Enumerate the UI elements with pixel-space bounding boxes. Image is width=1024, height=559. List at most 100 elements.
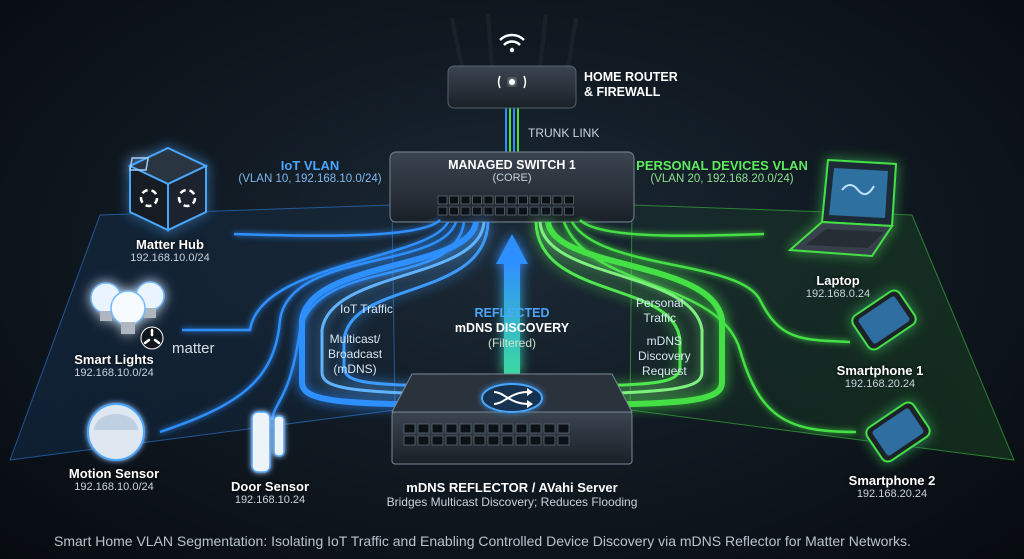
network-port [529, 435, 542, 446]
device-smart-lights: Smart Lights 192.168.10.0/24 [74, 352, 154, 379]
network-port [557, 435, 570, 446]
device-ip: 192.168.20.24 [856, 488, 928, 500]
network-port [437, 206, 448, 216]
device-name: Matter Hub [136, 237, 204, 252]
device-motion-sensor: Motion Sensor 192.168.10.0/24 [69, 466, 159, 493]
device-name: Smartphone 2 [848, 473, 936, 488]
router-label-line2: & FIREWALL [584, 85, 661, 99]
network-port [417, 435, 430, 446]
mdns-reflector-server [391, 373, 633, 465]
iot-vlan-header: IoT VLAN (VLAN 10, 192.168.10.0/24) [238, 158, 381, 185]
network-port [495, 195, 505, 205]
matter-logo-text: matter [172, 340, 215, 357]
request-line3: Request [641, 364, 687, 378]
device-laptop: Laptop 192.168.0.24 [806, 273, 870, 300]
network-port [460, 195, 471, 205]
request-line2: Discovery [638, 349, 691, 363]
personal-vlan-zone [629, 204, 1015, 461]
multicast-label: Multicast/ Broadcast (mDNS) [328, 332, 382, 377]
network-port [473, 435, 486, 446]
network-port [552, 206, 563, 216]
personal-cables [562, 219, 857, 434]
network-port [487, 435, 500, 446]
multicast-line1: Multicast/ [329, 332, 381, 346]
network-port [449, 195, 459, 205]
trunk-link [505, 108, 519, 160]
network-port [449, 206, 459, 216]
network-port [403, 423, 416, 434]
device-name: Smartphone 1 [836, 363, 924, 378]
switch-name: MANAGED SWITCH 1 [448, 158, 576, 172]
network-port [541, 195, 551, 205]
device-ip: 192.168.10.24 [234, 494, 306, 506]
reflected-discovery-arrow [496, 234, 528, 374]
trunk-link-label: TRUNK LINK [528, 126, 600, 140]
network-port [483, 206, 494, 216]
device-smartphone-2: Smartphone 2 192.168.20.24 [849, 473, 936, 500]
network-port [472, 195, 482, 205]
network-port [515, 435, 528, 446]
personal-line2: Traffic [643, 311, 677, 325]
device-ip: 192.168.20.24 [844, 378, 916, 390]
network-port [518, 195, 528, 205]
network-port [495, 206, 505, 216]
network-port [445, 435, 458, 446]
network-port [518, 206, 528, 216]
network-port [403, 435, 416, 446]
network-port [501, 423, 514, 434]
device-ip: 192.168.10.0/24 [74, 481, 154, 493]
network-port [473, 423, 486, 434]
personal-line1: Personal [636, 296, 684, 310]
cube-hub-icon [127, 146, 209, 232]
device-name: Motion Sensor [68, 466, 160, 481]
home-router [447, 13, 578, 109]
iot-cables [159, 219, 466, 434]
managed-switch [389, 151, 635, 223]
wifi-icon [499, 33, 525, 53]
network-port [459, 435, 472, 446]
device-ip: 192.168.0.24 [805, 288, 871, 300]
network-port [543, 435, 556, 446]
iot-traffic-label: IoT Traffic [340, 302, 393, 316]
personal-traffic-label: Personal Traffic [636, 296, 683, 326]
diagram-caption: Smart Home VLAN Segmentation: Isolating … [54, 533, 911, 549]
device-name: Laptop [816, 273, 860, 288]
reflected-line2: mDNS DISCOVERY [454, 321, 570, 335]
motion-sensor-icon [87, 403, 145, 461]
personal-vlan-header: PERSONAL DEVICES VLAN (VLAN 20, 192.168.… [636, 158, 808, 185]
device-matter-hub: Matter Hub 192.168.10.0/24 [130, 237, 210, 264]
device-name: Door Sensor [230, 479, 310, 494]
network-port [564, 206, 574, 216]
network-port [515, 423, 528, 434]
network-port [529, 206, 540, 216]
personal-vlan-title: PERSONAL DEVICES VLAN [636, 158, 808, 173]
network-port [501, 435, 514, 446]
network-port [541, 206, 551, 216]
device-name: Smart Lights [74, 352, 154, 367]
multicast-line2: Broadcast [328, 347, 383, 361]
discovery-request-label: mDNS Discovery Request [638, 334, 691, 379]
matter-logo-icon [140, 326, 164, 350]
network-port [472, 206, 482, 216]
device-ip: 192.168.10.0/24 [74, 367, 154, 379]
router-label-line1: HOME ROUTER [584, 70, 678, 84]
multicast-line3: (mDNS) [333, 362, 377, 376]
network-port [445, 423, 458, 434]
network-port [506, 195, 517, 205]
network-port [506, 206, 517, 216]
door-sensor-icon [251, 411, 285, 473]
smartphone-icon [865, 401, 931, 463]
network-port [529, 423, 542, 434]
request-line1: mDNS [646, 334, 683, 348]
lightbulb-icon [90, 281, 165, 334]
network-port [487, 423, 500, 434]
network-port [459, 423, 472, 434]
device-smartphone-1: Smartphone 1 192.168.20.24 [837, 363, 924, 390]
reflector-sub: Bridges Multicast Discovery; Reduces Flo… [386, 495, 638, 509]
network-port [431, 423, 444, 434]
reflector-label: mDNS REFLECTOR / AVahi Server Bridges Mu… [387, 480, 638, 509]
iot-vlan-detail: (VLAN 10, 192.168.10.0/24) [238, 173, 382, 185]
network-port [483, 195, 494, 205]
network-port [564, 195, 574, 205]
